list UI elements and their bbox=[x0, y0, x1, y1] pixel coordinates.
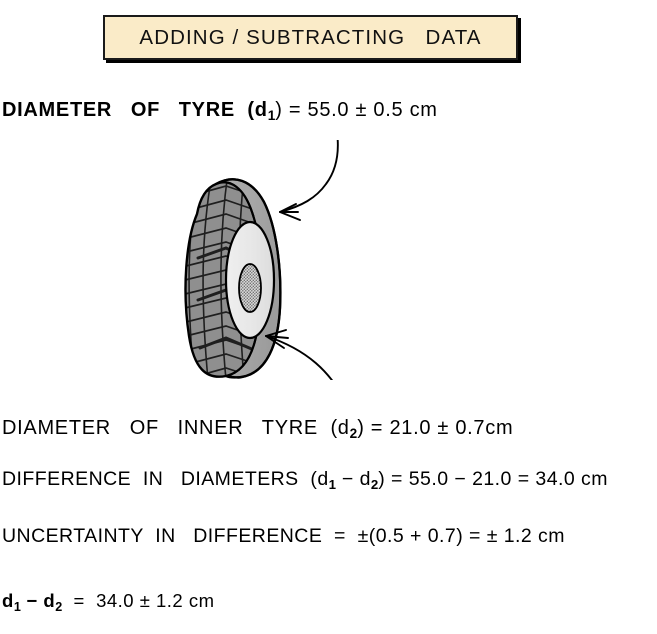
arrow-to-outer-tyre bbox=[279, 140, 339, 221]
tyre-diagram bbox=[140, 140, 380, 380]
line-diameter-of-tyre: DIAMETER OF TYRE (d1) = 55.0 ± 0.5 cm bbox=[2, 99, 438, 124]
line-difference-in-diameters: DIFFERENCE IN DIAMETERS (d1 − d2) = 55.0… bbox=[2, 468, 608, 492]
line-result-prefix: d bbox=[2, 590, 14, 611]
line-diameter-of-tyre-prefix: DIAMETER OF TYRE (d bbox=[2, 99, 268, 121]
line-diameter-of-inner-tyre: DIAMETER OF INNER TYRE (d2) = 21.0 ± 0.7… bbox=[2, 417, 514, 442]
line-result-mid: − d bbox=[20, 590, 56, 611]
line-result: d1 − d2 = 34.0 ± 1.2 cm bbox=[2, 590, 215, 614]
subscript-1: 1 bbox=[267, 108, 276, 124]
tyre-hub bbox=[238, 263, 262, 313]
line-diameter-of-inner-tyre-prefix: DIAMETER OF INNER TYRE (d bbox=[2, 417, 350, 439]
tyre-outline bbox=[184, 178, 282, 379]
line-difference-suffix: ) = 55.0 − 21.0 = 34.0 cm bbox=[378, 468, 608, 490]
subscript-1: 1 bbox=[328, 476, 336, 492]
line-result-suffix: = 34.0 ± 1.2 cm bbox=[62, 590, 215, 611]
title-banner: ADDING / SUBTRACTING DATA bbox=[103, 15, 518, 60]
arrow-to-inner-tyre bbox=[265, 329, 334, 380]
subscript-2: 2 bbox=[55, 599, 63, 614]
page-title: ADDING / SUBTRACTING DATA bbox=[139, 25, 482, 49]
line-diameter-of-tyre-suffix: ) = 55.0 ± 0.5 cm bbox=[275, 99, 438, 121]
subscript-2: 2 bbox=[370, 476, 379, 492]
subscript-2: 2 bbox=[349, 426, 358, 442]
line-diameter-of-inner-tyre-suffix: ) = 21.0 ± 0.7cm bbox=[357, 417, 514, 439]
line-uncertainty-in-difference: UNCERTAINTY IN DIFFERENCE = ±(0.5 + 0.7)… bbox=[2, 525, 565, 547]
subscript-1: 1 bbox=[13, 599, 21, 614]
line-difference-mid: − d bbox=[336, 468, 371, 490]
line-difference-prefix: DIFFERENCE IN DIAMETERS (d bbox=[2, 468, 329, 490]
tyre-illustration-svg bbox=[184, 140, 339, 380]
